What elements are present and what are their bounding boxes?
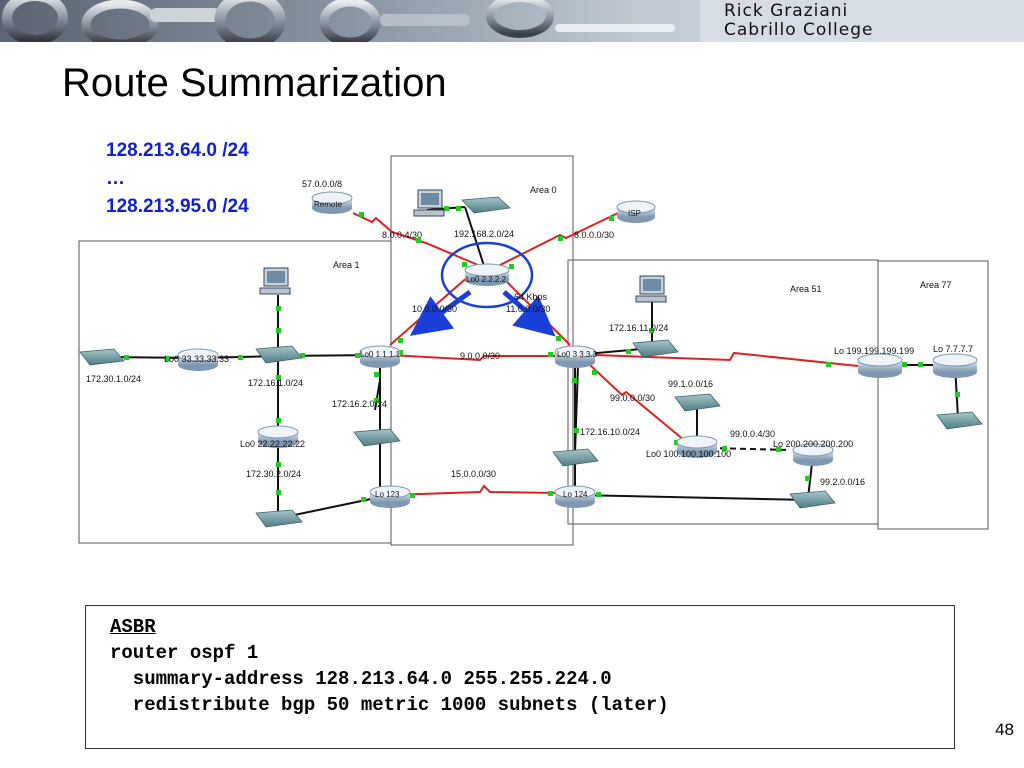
page-number: 48 [995, 720, 1014, 739]
switch-172-30-2 [255, 509, 303, 528]
network-topology-diagram: Area 0 Area 1 Area 51 Area 77 Remote ISP… [78, 155, 989, 546]
switch-172-16-11 [632, 339, 679, 358]
network-8-0-0-4-label: 8.0.0.4/30 [382, 230, 422, 240]
router-33 [177, 348, 219, 371]
switch-99-2 [789, 490, 836, 509]
network-9-label: 9.0.0.0/30 [460, 351, 500, 361]
remote-label: Remote [314, 200, 343, 209]
area-1-label: Area 1 [333, 260, 360, 270]
switch-172-16-1 [255, 345, 303, 364]
banner-college: Cabrillo College [724, 20, 874, 40]
link-speed-label: 64 Kbps [514, 292, 548, 302]
header-banner: Rick Graziani Cabrillo College [0, 0, 1024, 42]
network-172-30-1-label: 172.30.1.0/24 [86, 374, 141, 384]
network-192-168-2-label: 192.168.2.0/24 [454, 229, 514, 239]
remote-router [311, 191, 353, 214]
network-8-0-0-0-label: 8.0.0.0/30 [574, 230, 614, 240]
router-3 [554, 345, 596, 368]
config-line-redistribute: redistribute bgp 50 metric 1000 subnets … [110, 694, 669, 716]
area-77-label: Area 77 [920, 280, 952, 290]
network-15-label: 15.0.0.0/30 [451, 469, 496, 479]
config-heading: ASBR [110, 616, 156, 638]
area-77-box [877, 260, 989, 530]
pc-area1 [259, 267, 291, 295]
summary-arrow-right [502, 290, 556, 337]
summary-range-ellipsis: … [106, 168, 125, 189]
router-7 [932, 353, 978, 378]
summary-arrow-left [409, 289, 472, 336]
asbr-loopback-label: Lo0 2.2.2.2 [466, 275, 507, 284]
switch-area0 [461, 196, 511, 214]
network-172-30-2-label: 172.30.2.0/24 [246, 469, 301, 479]
router-124 [554, 485, 596, 508]
pc-area51 [635, 275, 667, 303]
area-51-label: Area 51 [790, 284, 822, 294]
asbr-highlight-ellipse [440, 241, 534, 309]
network-11-label: 11.0.0.0/30 [506, 304, 550, 314]
summary-range-end: 128.213.95.0 /24 [106, 196, 249, 217]
network-99-0-0-4-label: 99.0.0.4/30 [730, 429, 775, 439]
network-99-0-label: 99.0.0.0/30 [610, 393, 655, 403]
network-10-label: 10.0.0.0/30 [412, 304, 457, 314]
switch-99-1 [674, 393, 721, 412]
area-1-box [78, 240, 392, 544]
isp-router [616, 200, 656, 223]
pc-area0 [413, 189, 445, 217]
area-0-label: Area 0 [530, 185, 557, 195]
router-1 [359, 345, 401, 368]
router-123-loopback-label: Lo 123 [375, 490, 400, 499]
router-124-loopback-label: Lo 124 [563, 490, 588, 499]
network-172-16-10-label: 172.16.10.0/24 [580, 427, 640, 437]
summary-range-start: 128.213.64.0 /24 [106, 140, 249, 161]
isp-label: ISP [628, 209, 641, 218]
config-line-router-ospf: router ospf 1 [110, 642, 259, 664]
network-99-2-label: 99.2.0.0/16 [820, 477, 865, 487]
router-33-loopback-label: Lo0 33.33.33.33 [164, 354, 229, 364]
router-7-loopback-label: Lo 7.7.7.7 [933, 344, 973, 354]
asbr-config-box: ASBR router ospf 1 summary-address 128.2… [85, 605, 955, 749]
banner-author: Rick Graziani [724, 1, 849, 21]
router-1-loopback-label: Lo0 1.1.1.1 [360, 350, 401, 359]
router-22 [257, 425, 299, 448]
asbr-router [464, 263, 510, 286]
network-172-16-2-label: 172.16.2.0/24 [332, 399, 387, 409]
router-200-loopback-label: Lo 200.200.200.200 [773, 439, 853, 449]
router-199 [857, 353, 903, 378]
router-100-loopback-label: Lo0 100.100.100.100 [646, 449, 731, 459]
network-57-label: 57.0.0.0/8 [302, 179, 342, 189]
slide-title: Route Summarization [62, 61, 447, 105]
network-172-16-11-label: 172.16.11.0/24 [609, 323, 668, 333]
router-3-loopback-label: Lo0 3.3.3.3 [557, 350, 598, 359]
router-199-loopback-label: Lo 199.199.199.199 [834, 346, 914, 356]
router-200 [792, 443, 834, 466]
switch-172-16-10 [552, 448, 599, 467]
switch-area77 [936, 411, 983, 430]
network-172-16-1-label: 172.16.1.0/24 [248, 378, 303, 388]
switch-172-30-1 [79, 348, 125, 366]
switch-172-16-2 [353, 428, 401, 447]
router-100 [676, 435, 718, 458]
router-22-loopback-label: Lo0 22.22.22.22 [240, 439, 305, 449]
router-123 [369, 485, 411, 508]
network-99-1-label: 99.1.0.0/16 [668, 379, 713, 389]
banner-photo [0, 0, 1024, 42]
config-line-summary-address: summary-address 128.213.64.0 255.255.224… [110, 668, 612, 690]
